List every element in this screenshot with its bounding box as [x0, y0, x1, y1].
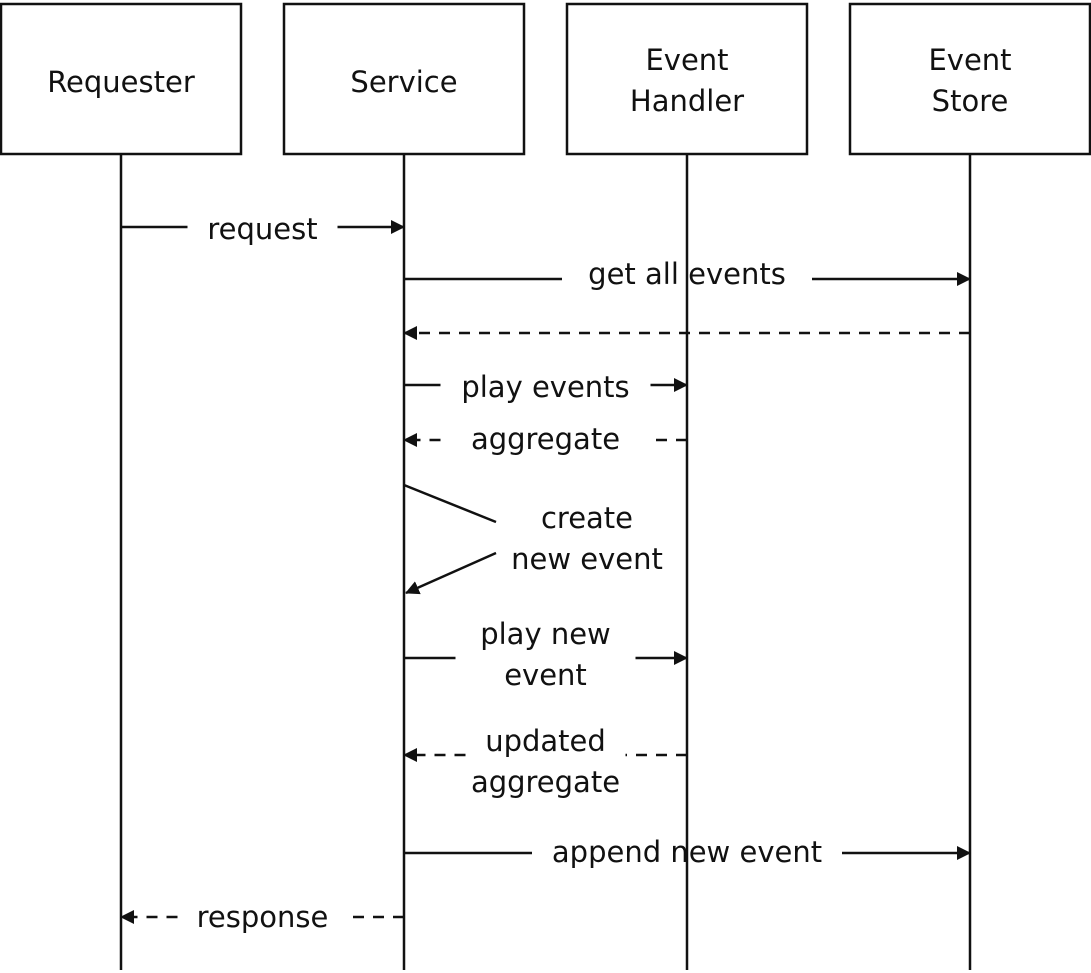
- message-response: response: [120, 900, 404, 934]
- message-label: get all events: [588, 257, 786, 291]
- message-label: aggregate: [471, 765, 620, 799]
- messages: request get all events play events aggregat…: [120, 212, 971, 934]
- message-label: response: [197, 900, 329, 934]
- participant-label: Event: [645, 43, 728, 77]
- message-label: play events: [461, 370, 629, 404]
- message-label: event: [504, 658, 587, 692]
- message-arrow: [405, 551, 497, 595]
- message-label: request: [207, 212, 317, 246]
- message-request: request: [121, 212, 405, 246]
- message-play-events: play events: [404, 370, 688, 404]
- participant-service: Service: [282, 2, 526, 156]
- participant-label: Handler: [630, 84, 744, 118]
- participant-box: [0, 2, 243, 156]
- message-updated-aggregate: updated aggregate: [403, 724, 687, 799]
- message-label: create: [541, 501, 633, 535]
- participant-box: [565, 2, 809, 156]
- participant-box: [282, 2, 526, 156]
- message-label: play new: [480, 617, 611, 651]
- lifelines: [119, 154, 972, 970]
- message-play-new-event: play new event: [404, 617, 688, 692]
- message-line: [403, 483, 497, 524]
- message-label: new event: [511, 542, 663, 576]
- message-append-new-event: append new event: [404, 835, 971, 869]
- participant-box: [848, 2, 1091, 156]
- participant-label: Store: [932, 84, 1009, 118]
- message-label: aggregate: [471, 422, 620, 456]
- participant-label: Service: [350, 65, 457, 99]
- message-get-all-events: get all events: [404, 257, 971, 291]
- participant-requester: Requester: [0, 2, 243, 156]
- message-label: updated: [485, 724, 606, 758]
- message-create-new-event: create new event: [403, 483, 663, 595]
- participant-label: Event: [928, 43, 1011, 77]
- participant-label: Requester: [47, 65, 195, 99]
- message-aggregate: aggregate: [403, 422, 687, 456]
- message-label: append new event: [552, 835, 822, 869]
